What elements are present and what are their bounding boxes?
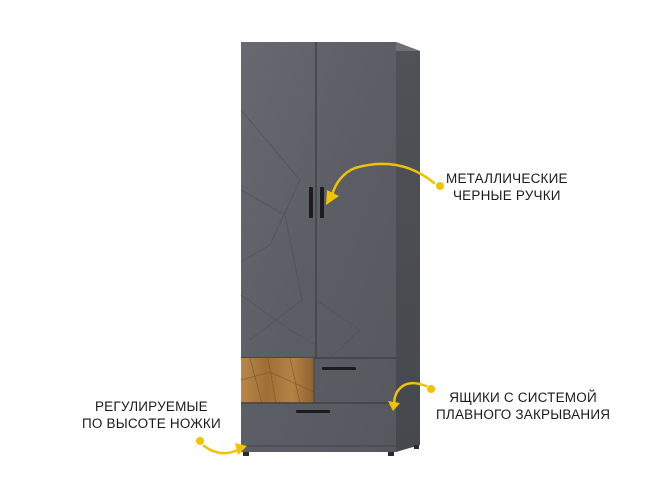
wardrobe: [240, 42, 420, 456]
left-door-handle: [309, 187, 313, 218]
drawers-arrow: [388, 381, 435, 411]
handles-callout: МЕТАЛЛИЧЕСКИЕ ЧЕРНЫЕ РУЧКИ: [446, 170, 568, 204]
front-left-foot: [243, 452, 249, 456]
drawers-arrow-dot: [427, 385, 435, 393]
legs-arrow: [196, 437, 247, 455]
legs-arrow-head: [235, 443, 247, 455]
drawers-arrow-head: [388, 401, 400, 411]
wood-grain: [240, 357, 315, 404]
front-right-foot: [388, 452, 394, 456]
legs-arrow-dot: [196, 437, 204, 445]
curved-arrow-icon: [202, 444, 240, 455]
drawer2-handle: [296, 410, 330, 413]
right-door-handle: [320, 187, 324, 218]
drawers-callout-line1: ЯЩИКИ С СИСТЕМОЙ: [449, 390, 597, 405]
curved-arrow-icon: [330, 162, 436, 197]
legs-callout-line2: ПО ВЫСОТЕ НОЖКИ: [82, 416, 221, 431]
legs-callout-line1: РЕГУЛИРУЕМЫЕ: [94, 399, 208, 414]
curved-arrow-icon: [393, 381, 428, 406]
handles-arrow-dot: [436, 182, 444, 190]
wardrobe-side-panel: [396, 42, 420, 452]
drawers-callout: ЯЩИКИ С СИСТЕМОЙ ПЛАВНОГО ЗАКРЫВАНИЯ: [436, 389, 610, 423]
handles-arrow: [326, 162, 444, 205]
back-foot: [414, 445, 419, 449]
wood-accent-panel: [241, 358, 314, 403]
handles-callout-line1: МЕТАЛЛИЧЕСКИЕ: [446, 171, 568, 186]
handles-callout-line2: ЧЕРНЫЕ РУЧКИ: [452, 188, 561, 203]
door-engraving: [240, 109, 361, 359]
handles-arrow-head: [326, 190, 339, 205]
drawer1-handle: [322, 367, 356, 370]
drawers-callout-line2: ПЛАВНОГО ЗАКРЫВАНИЯ: [436, 407, 611, 422]
legs-callout: РЕГУЛИРУЕМЫЕ ПО ВЫСОТЕ НОЖКИ: [82, 398, 221, 432]
